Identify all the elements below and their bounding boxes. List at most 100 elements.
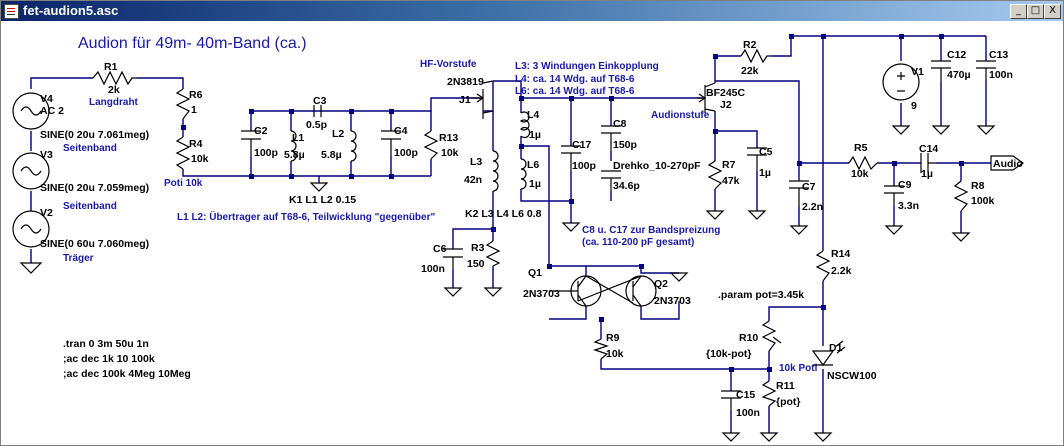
k2-coupling: K2 L3 L4 L6 0.8 xyxy=(465,208,542,220)
window-title: fet-audion5.asc xyxy=(23,3,119,18)
r3-value: 150 xyxy=(467,258,485,270)
c9-capacitor[interactable] xyxy=(884,185,904,206)
c8-label: C8 xyxy=(613,118,627,130)
r2-resistor[interactable] xyxy=(740,48,771,64)
r5-resistor[interactable] xyxy=(848,155,878,171)
c4-capacitor[interactable] xyxy=(381,130,401,156)
j1-type: 2N3819 xyxy=(447,76,484,88)
r7-resistor[interactable] xyxy=(707,160,723,190)
c12-capacitor[interactable] xyxy=(931,60,951,81)
c8-note-2: (ca. 110-200 pF gesamt) xyxy=(582,237,694,248)
minimize-button[interactable]: _ xyxy=(1010,4,1027,19)
note-l4: L4: ca. 14 Wdg. auf T68-6 xyxy=(515,74,635,85)
c9-value: 3.3n xyxy=(898,200,919,212)
l3-label: L3 xyxy=(470,156,482,168)
spice-tran: .tran 0 3m 50u 1n xyxy=(63,338,149,350)
r1-resistor[interactable] xyxy=(92,70,137,86)
r11-resistor[interactable] xyxy=(761,380,777,407)
v3-source-symbol[interactable] xyxy=(12,152,50,190)
junction-dots xyxy=(181,34,964,372)
j1-jfet[interactable] xyxy=(471,80,494,119)
drehko-capacitor[interactable] xyxy=(601,170,621,191)
spice-ac1: ;ac dec 1k 10 100k xyxy=(63,353,155,365)
c15-value: 100n xyxy=(736,407,760,419)
c3-capacitor[interactable] xyxy=(313,105,322,117)
v4-source-symbol[interactable] xyxy=(12,92,50,130)
v4-value: AC 2 xyxy=(40,105,64,117)
schematic-title: Audion für 49m- 40m-Band (ca.) xyxy=(78,35,307,52)
c7-capacitor[interactable] xyxy=(789,180,809,206)
c13-capacitor[interactable] xyxy=(976,60,996,81)
c13-value: 100n xyxy=(989,69,1013,81)
c7-value: 2.2n xyxy=(802,201,823,213)
c14-value: 1µ xyxy=(921,168,933,180)
r13-resistor[interactable] xyxy=(423,130,439,160)
r11-value: {pot} xyxy=(776,396,801,408)
l1-label: L1 xyxy=(292,132,304,144)
v2-sine: SINE(0 60u 7.060meg) xyxy=(40,238,149,250)
r8-value: 100k xyxy=(971,195,995,207)
c4-value: 100p xyxy=(394,147,418,159)
r7-label: R7 xyxy=(722,159,736,171)
c15-label: C15 xyxy=(736,389,755,401)
audionstufe-label: Audionstufe xyxy=(651,110,710,121)
r3-resistor[interactable] xyxy=(485,240,501,267)
c2-capacitor[interactable] xyxy=(241,130,261,156)
close-button[interactable]: X xyxy=(1044,4,1061,19)
v3-sine: SINE(0 20u 7.059meg) xyxy=(40,182,149,194)
v2-label: V2 xyxy=(40,207,53,219)
langdraht-note: Langdraht xyxy=(89,97,139,108)
l4-inductor[interactable] xyxy=(519,111,531,139)
r13-value: 10k xyxy=(441,147,459,159)
title-bar: fet-audion5.asc _ □ X xyxy=(1,1,1063,21)
l3-inductor[interactable] xyxy=(492,150,499,192)
poti-label: Poti 10k xyxy=(164,178,203,189)
c15-capacitor[interactable] xyxy=(721,390,741,411)
r6-resistor[interactable] xyxy=(175,88,191,120)
audio-output-port[interactable] xyxy=(990,155,1025,171)
c5-capacitor[interactable] xyxy=(747,147,767,171)
l6-inductor[interactable] xyxy=(520,158,527,190)
c17-capacitor[interactable] xyxy=(561,145,581,171)
r5-label: R5 xyxy=(854,142,868,154)
r4-resistor[interactable] xyxy=(175,136,191,170)
r9-resistor[interactable] xyxy=(593,338,609,360)
c12-value: 470µ xyxy=(947,69,971,81)
r10-resistor[interactable] xyxy=(761,320,777,352)
drehko-value: 34.6p xyxy=(613,180,640,192)
c14-capacitor[interactable] xyxy=(920,153,936,173)
r14-label: R14 xyxy=(831,248,850,260)
q2-label: Q2 xyxy=(654,278,668,290)
r13-label: R13 xyxy=(439,132,458,144)
r8-label: R8 xyxy=(971,180,985,192)
c8-value: 150p xyxy=(613,139,637,151)
c12-label: C12 xyxy=(947,49,966,61)
d1-type: NSCW100 xyxy=(827,370,877,382)
l2-inductor[interactable] xyxy=(350,130,357,162)
c8-note-1: C8 u. C17 zur Bandspreizung xyxy=(582,225,720,236)
r14-resistor[interactable] xyxy=(815,250,831,282)
schematic-canvas[interactable]: Audion für 49m- 40m-Band (ca.) R1 2k Lan… xyxy=(1,21,1063,445)
j2-jfet[interactable] xyxy=(697,82,716,113)
v1-battery-symbol[interactable] xyxy=(882,63,920,101)
v2-band: Träger xyxy=(63,253,94,264)
d1-label: D1 xyxy=(829,342,843,354)
d1-led[interactable] xyxy=(811,350,835,367)
v4-label: V4 xyxy=(40,93,53,105)
v2-source-symbol[interactable] xyxy=(12,210,50,248)
c7-label: C7 xyxy=(802,181,816,193)
c14-label: C14 xyxy=(919,143,938,155)
maximize-button[interactable]: □ xyxy=(1027,4,1044,19)
c3-value: 0.5p xyxy=(306,119,327,131)
c5-label: C5 xyxy=(759,146,773,158)
c6-capacitor[interactable] xyxy=(443,248,463,269)
r10-label: R10 xyxy=(739,332,758,344)
l1-inductor[interactable] xyxy=(290,130,297,162)
r8-resistor[interactable] xyxy=(953,180,969,212)
r14-value: 2.2k xyxy=(831,265,852,277)
c8-capacitor[interactable] xyxy=(601,125,621,151)
j1-label: J1 xyxy=(459,94,471,106)
l6-value: 1µ xyxy=(529,178,541,190)
r10-value: {10k-pot} xyxy=(706,348,752,360)
